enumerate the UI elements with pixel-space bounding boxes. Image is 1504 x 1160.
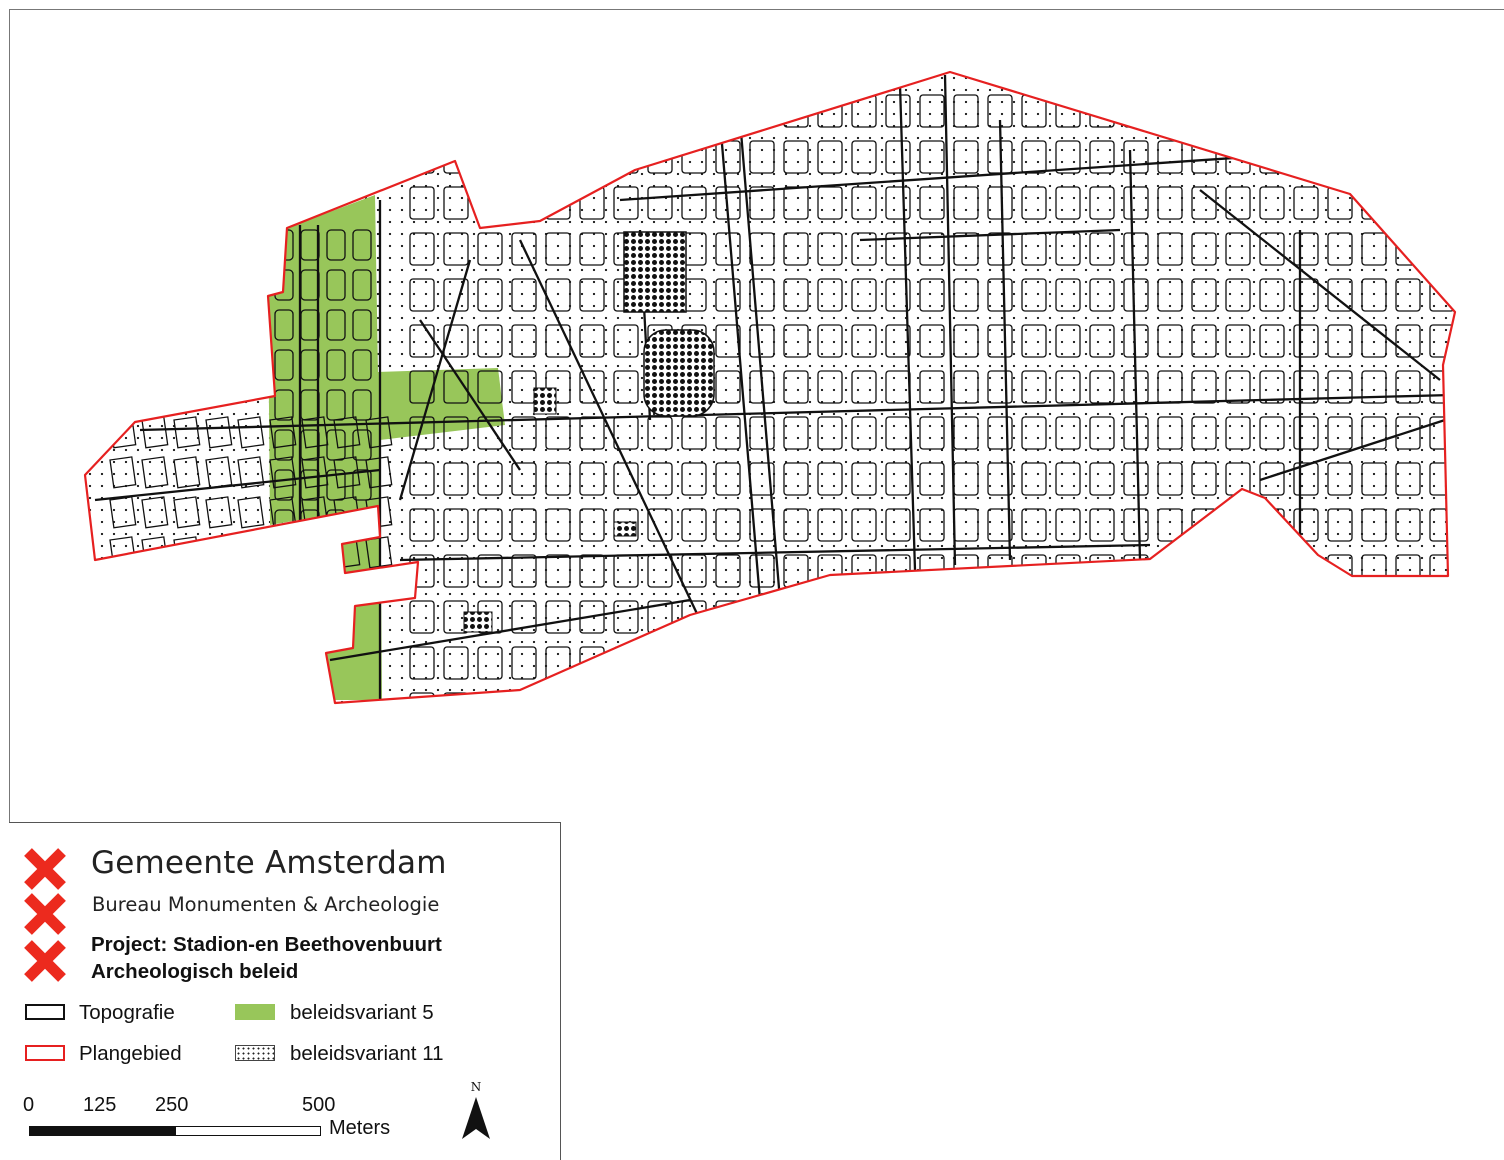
scale-tick-125: 125: [83, 1094, 117, 1116]
legend-swatch-beleidsvariant-5: [235, 1004, 275, 1020]
map-canvas[interactable]: [0, 0, 1504, 820]
organisation-name: Gemeente Amsterdam: [91, 845, 447, 881]
north-label: N: [471, 1080, 482, 1094]
amsterdam-cross-icon: [24, 893, 66, 935]
scale-tick-250: 250: [155, 1094, 189, 1116]
amsterdam-cross-icon: [24, 848, 66, 890]
legend-swatch-plangebied: [25, 1045, 65, 1061]
project-title: Project: Stadion-en Beethovenbuurt: [91, 933, 442, 956]
department-name: Bureau Monumenten & Archeologie: [92, 893, 440, 916]
legend-label-beleidsvariant-11: beleidsvariant 11: [290, 1042, 444, 1065]
legend-label-topografie: Topografie: [79, 1001, 175, 1024]
map-legend: Gemeente Amsterdam Bureau Monumenten & A…: [9, 822, 561, 1160]
scale-tick-0: 0: [23, 1094, 35, 1116]
project-subject: Archeologisch beleid: [91, 960, 299, 983]
north-arrow-icon: N: [462, 1080, 490, 1139]
legend-swatch-topografie: [25, 1004, 65, 1020]
scale-tick-500: 500: [302, 1094, 336, 1116]
legend-label-plangebied: Plangebied: [79, 1042, 182, 1065]
legend-label-beleidsvariant-5: beleidsvariant 5: [290, 1001, 434, 1024]
amsterdam-cross-icon: [24, 940, 66, 982]
map-frame: [9, 9, 1504, 1160]
beleidsvariant-11-area: [85, 72, 1455, 703]
plangebied-boundary[interactable]: [83, 70, 1457, 705]
legend-swatch-beleidsvariant-11: [235, 1045, 275, 1061]
dense-hatched-areas: [463, 231, 715, 633]
scale-bar: [29, 1126, 321, 1136]
scale-units: Meters: [329, 1117, 391, 1139]
topografie-streets: [94, 74, 1451, 700]
